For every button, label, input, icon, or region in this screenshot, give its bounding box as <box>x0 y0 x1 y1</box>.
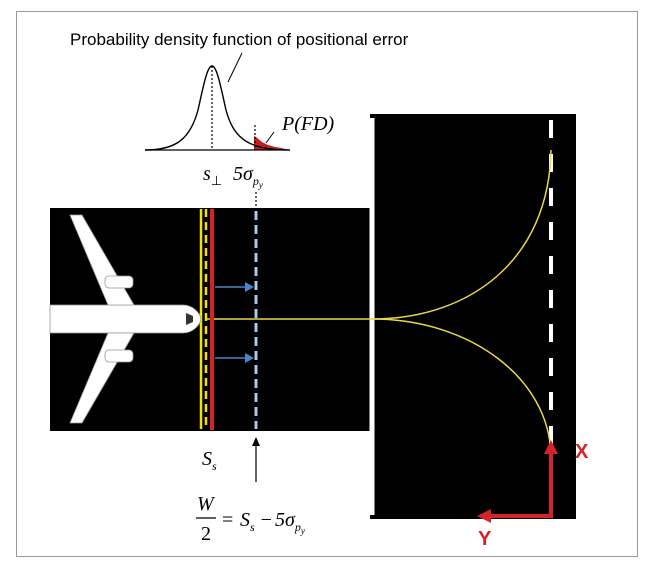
ss-label: Ss <box>202 448 217 473</box>
pfd-pointer <box>265 131 275 144</box>
safety-formula: W 2 = Ss−5σpy <box>196 493 305 545</box>
y-axis-head <box>477 509 491 523</box>
axis-y-label: Y <box>478 528 492 550</box>
offset-arrow-upper-head <box>245 282 254 292</box>
aircraft-engine-lower <box>104 349 134 363</box>
taxiway-centerline <box>205 149 552 456</box>
pdf-tail-fill <box>254 136 288 150</box>
pdf-curve <box>144 65 291 151</box>
offset-arrows <box>215 282 254 363</box>
pdf-title: Probability density function of position… <box>70 30 409 49</box>
formula-equals: = <box>222 509 233 531</box>
aircraft <box>49 214 202 424</box>
formula-pointer-head <box>252 437 260 446</box>
formula-rhs: Ss−5σpy <box>240 509 305 536</box>
pdf-title-pointer <box>227 52 243 83</box>
five-sigma-label: 5σpy <box>233 163 263 190</box>
coordinate-axes <box>477 440 558 523</box>
aircraft-cockpit <box>186 313 193 325</box>
s-perp-label: s⊥ <box>203 163 222 188</box>
pdf-plot <box>144 52 291 151</box>
x-axis-head <box>544 440 558 454</box>
offset-arrow-lower-head <box>245 353 254 363</box>
aircraft-engine-upper <box>104 275 134 289</box>
axis-x-label: X <box>575 441 589 463</box>
figure-frame <box>16 11 638 557</box>
pfd-label: P(FD) <box>281 113 335 135</box>
taxiway-curve-upper <box>371 149 552 320</box>
taxiway-curve-lower <box>371 318 552 456</box>
formula-numerator: W <box>197 493 216 515</box>
aircraft-fuselage <box>49 304 202 334</box>
formula-denominator: 2 <box>201 523 211 545</box>
